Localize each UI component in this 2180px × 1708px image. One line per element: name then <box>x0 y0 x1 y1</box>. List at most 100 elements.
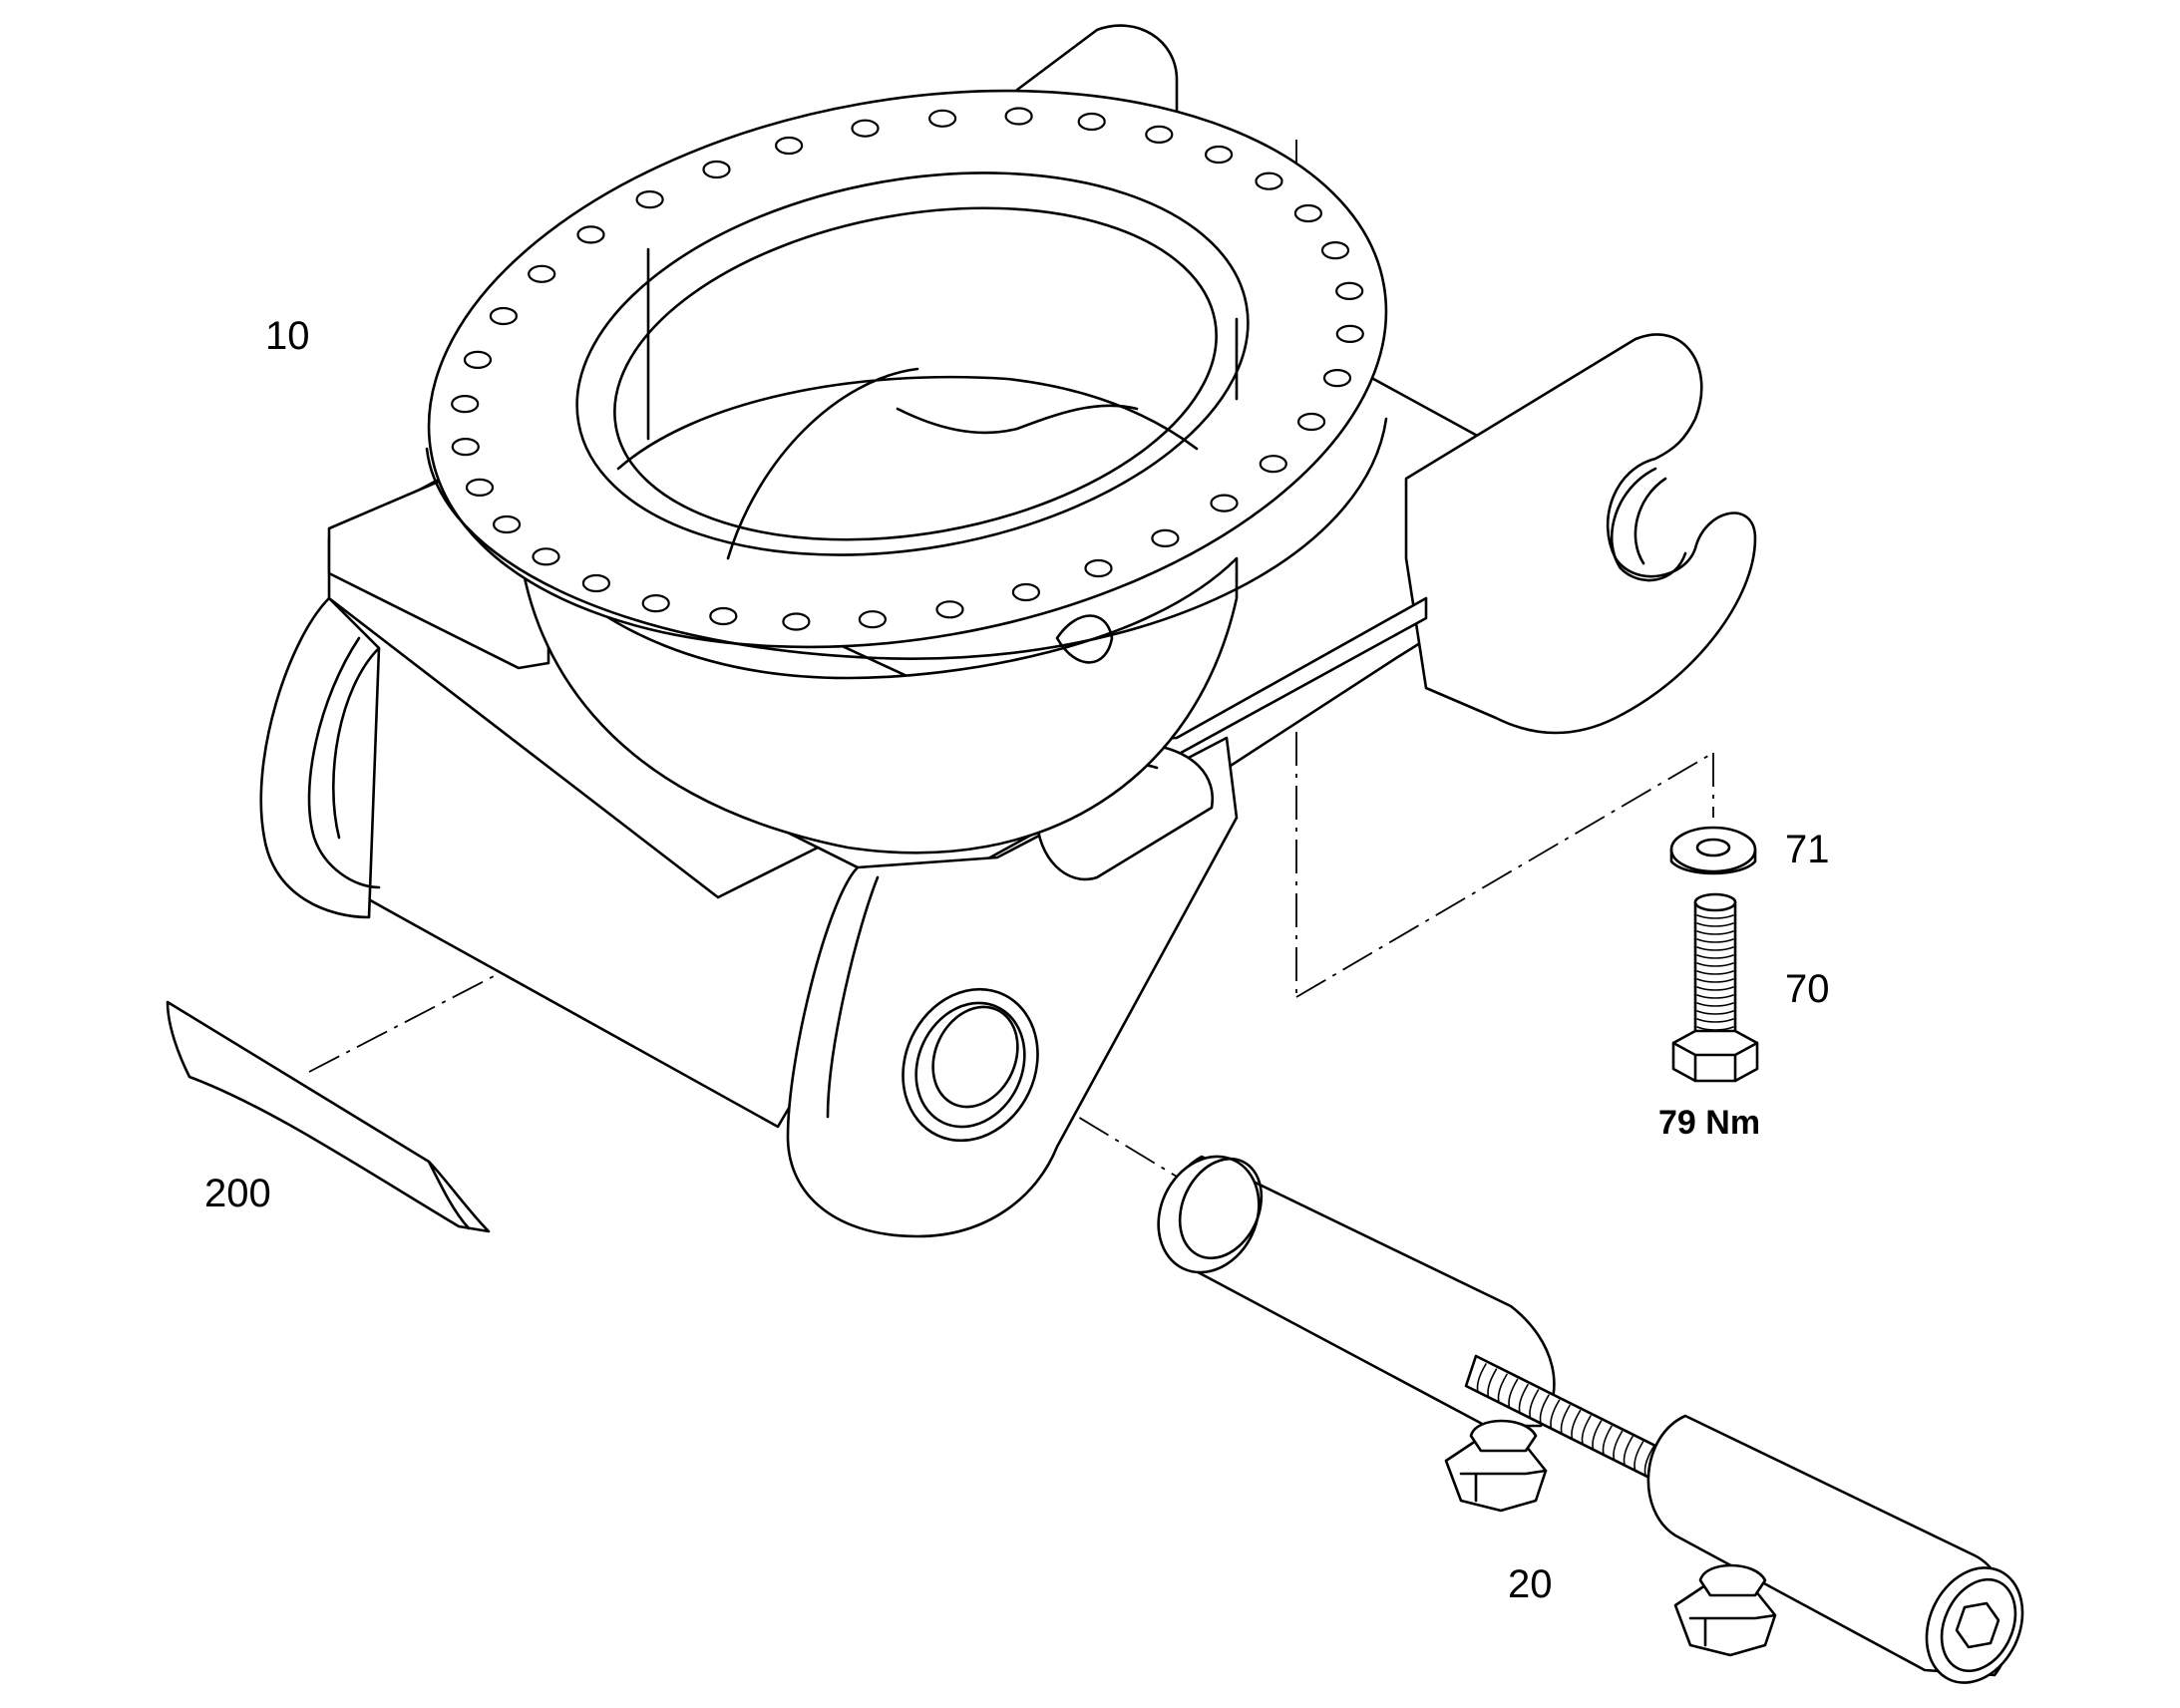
callout-bolt: 70 <box>1785 967 1830 1011</box>
bolt-tip <box>1693 892 1737 912</box>
flange-inner-bore <box>575 171 1250 556</box>
pin-cylinder-2-chamfer <box>1940 1577 2017 1673</box>
bolt-thread-line <box>1696 930 1734 935</box>
bolt-thread-line <box>1696 962 1734 967</box>
flange-bolt-hole <box>1204 145 1234 165</box>
bolt-thread-line <box>1696 914 1734 919</box>
flange-bolt-hole <box>782 612 811 631</box>
sheet-outline <box>166 1000 491 1233</box>
rod-thread-line <box>1497 1373 1508 1404</box>
rod-thread-line <box>1581 1415 1592 1445</box>
flange-bolt-hole <box>1322 369 1352 388</box>
bore-inner-wall <box>646 247 1239 441</box>
flange-bolt-hole <box>1151 528 1180 548</box>
pin-nut-1-face <box>1459 1469 1548 1503</box>
rod-thread-line <box>1623 1436 1634 1466</box>
pin-nut-2-stem <box>1698 1563 1767 1597</box>
torque-value: 79 Nm <box>1658 1104 1760 1142</box>
front-bracket-lug <box>786 736 1239 1238</box>
bolt-thread-line <box>1696 938 1734 943</box>
flange-bolt-hole <box>1145 125 1174 144</box>
flange-bolt-hole <box>581 573 611 593</box>
clamp-slot-inner <box>1610 467 1687 582</box>
flange-bolt-hole <box>1011 582 1041 602</box>
bolt-thread-line <box>1696 922 1734 927</box>
rod-thread-line <box>1634 1441 1644 1471</box>
rod-thread-line <box>1539 1394 1550 1424</box>
rod-thread-line <box>1508 1378 1519 1409</box>
flange-bolt-hole <box>858 610 888 629</box>
left-lug <box>259 596 381 919</box>
pin-cylinder-1-chamfer <box>1178 1157 1264 1260</box>
ring-skirt <box>517 536 1239 854</box>
callout-sheet: 200 <box>204 1172 271 1215</box>
rod-thread-line <box>1487 1368 1498 1398</box>
rod-thread-line <box>1476 1363 1487 1393</box>
bolt-thread-line <box>1696 978 1734 983</box>
rod-thread-line <box>1571 1410 1582 1440</box>
bolt-thread-line <box>1696 946 1734 951</box>
flange-bolt-hole <box>641 593 670 613</box>
clamp-slot-back <box>1634 477 1667 565</box>
flange-bolt-hole <box>927 109 957 128</box>
flange-bolt-hole <box>489 306 518 326</box>
flange-bolt-hole <box>1004 107 1033 126</box>
washer-side <box>1669 848 1757 875</box>
center-lines <box>308 140 1714 1178</box>
pin-nut-1-stem <box>1469 1419 1538 1453</box>
bolt-thread-line <box>1696 970 1734 975</box>
flange-bolt-holes <box>451 107 1364 631</box>
callout-labels: 10 20 70 71 200 79 Nm <box>204 314 1830 1606</box>
flange-bolt-hole <box>702 160 731 179</box>
flange-bolt-hole <box>774 136 804 156</box>
bolt-thread-line <box>1696 1018 1734 1023</box>
front-bore-inner <box>931 1005 1019 1109</box>
centerline-bolt-diagonal <box>1295 752 1714 998</box>
left-lug-inner <box>307 636 381 889</box>
sheet-part <box>166 1000 491 1233</box>
right-clamp-arm <box>1404 333 1757 735</box>
washer-hole <box>1695 838 1731 857</box>
callout-pin: 20 <box>1508 1562 1553 1606</box>
flange-bolt-hole <box>465 478 495 497</box>
flange-bolt-hole <box>935 600 964 619</box>
flange-bolt-hole <box>1335 281 1364 300</box>
skirt-hole <box>1055 614 1114 664</box>
rod-thread-line <box>1602 1425 1613 1456</box>
flange-bolt-hole <box>1296 412 1326 432</box>
rod-thread-line <box>1529 1389 1540 1419</box>
pin-assembly <box>1157 1155 2024 1684</box>
rod-thread-line <box>1560 1404 1571 1435</box>
flange-bolt-hole <box>463 350 493 369</box>
front-lug-edge <box>826 875 880 1119</box>
left-lug-cylinder <box>332 646 381 840</box>
flange-bolt-hole <box>528 264 556 283</box>
rod-thread-line <box>1592 1420 1603 1450</box>
flange-inner-step <box>613 206 1218 541</box>
bolt-thread-line <box>1696 1002 1734 1007</box>
flange-bolt-hole <box>1259 455 1287 474</box>
rod-thread-line <box>1518 1384 1529 1414</box>
bolt-thread-line <box>1696 994 1734 999</box>
flange-bolt-hole <box>1320 241 1350 260</box>
flange-bolt-hole <box>1084 558 1113 578</box>
bolt-thread-line <box>1696 954 1734 959</box>
flange-bolt-hole <box>1255 171 1283 190</box>
flange-bolt-hole <box>635 190 664 209</box>
bolt-threads <box>1696 914 1734 1031</box>
rod-thread-line <box>1550 1399 1561 1430</box>
callout-washer: 71 <box>1785 828 1830 871</box>
flange-bolt-hole <box>1077 112 1106 132</box>
bolt-head-edges <box>1671 1041 1759 1083</box>
pin-nut-2-face <box>1688 1613 1777 1647</box>
flange-bolt-hole <box>451 395 480 414</box>
washer-part <box>1669 826 1757 875</box>
rod-thread-line <box>1643 1446 1654 1476</box>
callout-housing: 10 <box>265 314 310 358</box>
bolt-thread-line <box>1696 986 1734 991</box>
centerline-sheet <box>308 931 579 1073</box>
rod-thread-line <box>1613 1430 1624 1461</box>
bolt-part <box>1671 892 1759 1083</box>
